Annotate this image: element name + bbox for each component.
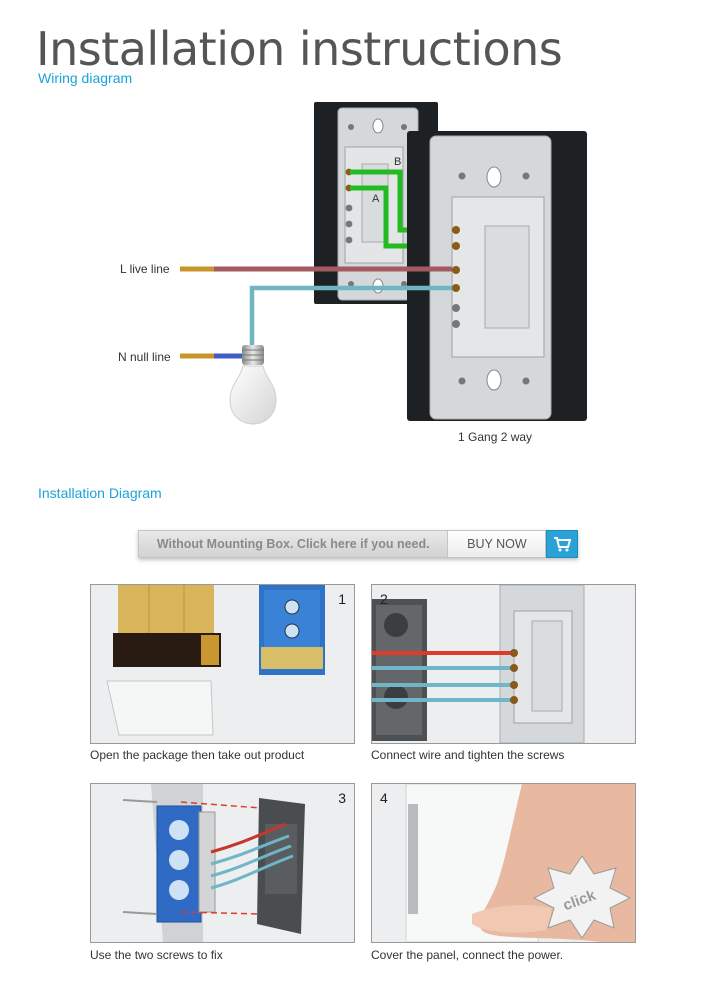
connect-wires-illustration [372, 585, 585, 743]
wiring-diagram: L live line N null line B A 1 Gang 2 way [118, 102, 587, 444]
step-3-panel: 3 [90, 783, 355, 943]
banner-text[interactable]: Without Mounting Box. Click here if you … [138, 530, 449, 558]
cart-icon[interactable] [546, 530, 578, 558]
step-4-number: 4 [380, 790, 388, 806]
null-wire [180, 285, 452, 359]
front-switch [407, 131, 587, 421]
terminal-b-label: B [394, 156, 401, 168]
step-2-caption: Connect wire and tighten the screws [371, 748, 565, 762]
null-line-label: N null line [118, 350, 171, 364]
front-terminals [452, 226, 460, 328]
step-2-panel: 2 [371, 584, 636, 744]
light-bulb [229, 345, 277, 425]
step-4-caption: Cover the panel, connect the power. [371, 948, 564, 962]
mounting-box-banner[interactable]: Without Mounting Box. Click here if you … [138, 530, 578, 558]
back-terminals [345, 168, 353, 244]
buy-now-button[interactable]: BUY NOW [448, 530, 547, 558]
wiring-diagram-heading: Wiring diagram [38, 70, 133, 86]
step-4-panel: click 4 [371, 783, 636, 943]
unboxing-illustration [106, 585, 325, 736]
page-title: Installation instructions [36, 22, 563, 76]
step-3-number: 3 [338, 790, 346, 806]
wiring-caption: 1 Gang 2 way [458, 430, 532, 444]
click-badge-shape [532, 855, 632, 939]
step-3-caption: Use the two screws to fix [90, 948, 223, 962]
screw-fix-illustration [122, 784, 305, 942]
installation-diagram-heading: Installation Diagram [38, 485, 162, 501]
cover-panel-illustration: click [405, 784, 635, 942]
step-1-number: 1 [338, 591, 346, 607]
terminal-a-label: A [372, 193, 380, 205]
step-1-panel: 1 [90, 584, 355, 744]
step-1-caption: Open the package then take out product [90, 748, 305, 762]
live-line-label: L live line [120, 262, 170, 276]
step-2-number: 2 [380, 591, 388, 607]
